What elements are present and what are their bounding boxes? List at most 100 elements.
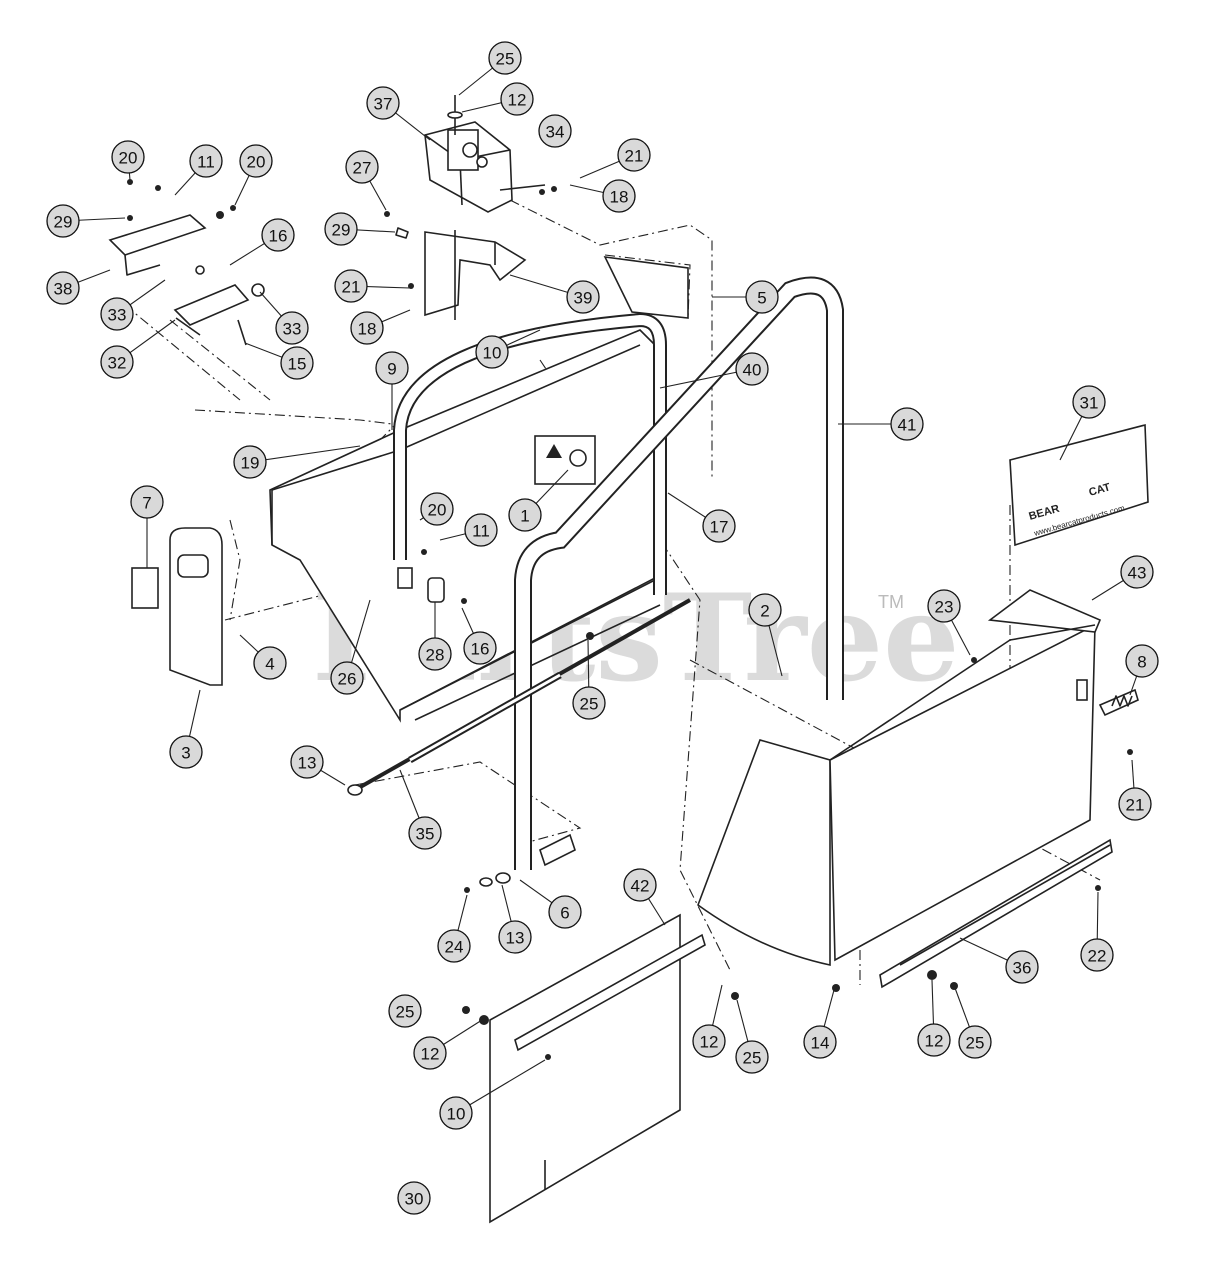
callout-number: 30 <box>405 1190 424 1209</box>
part-callout-18[interactable]: 18 <box>350 311 384 345</box>
callout-number: 10 <box>483 344 502 363</box>
part-callout-10[interactable]: 10 <box>439 1096 473 1130</box>
part-callout-25[interactable]: 25 <box>572 686 606 720</box>
part-callout-8[interactable]: 8 <box>1125 644 1159 678</box>
door-panel-30 <box>489 913 706 1224</box>
part-callout-31[interactable]: 31 <box>1072 385 1106 419</box>
part-callout-39[interactable]: 39 <box>566 280 600 314</box>
part-callout-36[interactable]: 36 <box>1005 950 1039 984</box>
callout-circle <box>735 1040 769 1074</box>
part-callout-20[interactable]: 20 <box>111 140 145 174</box>
callout-number: 7 <box>142 494 151 513</box>
callout-number: 39 <box>574 289 593 308</box>
callout-number: 25 <box>966 1034 985 1053</box>
callout-circle <box>1072 385 1106 419</box>
part-callout-11[interactable]: 11 <box>189 144 223 178</box>
callout-circle <box>324 212 358 246</box>
part-callout-24[interactable]: 24 <box>437 929 471 963</box>
part-callout-33[interactable]: 33 <box>275 311 309 345</box>
spring-8 <box>1098 688 1139 717</box>
callout-number: 11 <box>197 153 215 172</box>
part-callout-29[interactable]: 29 <box>46 204 80 238</box>
callout-number: 24 <box>445 938 464 957</box>
part-callout-4[interactable]: 4 <box>253 646 287 680</box>
callout-circle <box>498 920 532 954</box>
part-callout-26[interactable]: 26 <box>330 661 364 695</box>
callout-circle <box>702 509 736 543</box>
callout-circle <box>890 407 924 441</box>
callout-circle <box>100 297 134 331</box>
part-callout-34[interactable]: 34 <box>538 114 572 148</box>
callout-circle <box>735 352 769 386</box>
part-callout-5[interactable]: 5 <box>745 280 779 314</box>
part-callout-25[interactable]: 25 <box>735 1040 769 1074</box>
part-callout-22[interactable]: 22 <box>1080 938 1114 972</box>
part-callout-16[interactable]: 16 <box>261 218 295 252</box>
callout-number: 5 <box>757 289 766 308</box>
part-callout-29[interactable]: 29 <box>324 212 358 246</box>
part-callout-12[interactable]: 12 <box>500 82 534 116</box>
part-callout-2[interactable]: 2 <box>748 593 782 627</box>
part-callout-15[interactable]: 15 <box>280 346 314 380</box>
part-callout-21[interactable]: 21 <box>334 269 368 303</box>
callout-number: 16 <box>471 640 490 659</box>
part-callout-41[interactable]: 41 <box>890 407 924 441</box>
part-callout-20[interactable]: 20 <box>420 492 454 526</box>
part-callout-18[interactable]: 18 <box>602 179 636 213</box>
callout-circle <box>572 686 606 720</box>
part-callout-10[interactable]: 10 <box>475 335 509 369</box>
part-callout-14[interactable]: 14 <box>803 1025 837 1059</box>
part-callout-12[interactable]: 12 <box>692 1024 726 1058</box>
part-callout-35[interactable]: 35 <box>408 816 442 850</box>
part-callout-28[interactable]: 28 <box>418 637 452 671</box>
callout-circle <box>275 311 309 345</box>
part-callout-43[interactable]: 43 <box>1120 555 1154 589</box>
part-callout-37[interactable]: 37 <box>366 86 400 120</box>
callout-circle <box>475 335 509 369</box>
part-callout-12[interactable]: 12 <box>917 1023 951 1057</box>
callout-circle <box>1125 644 1159 678</box>
callout-number: 28 <box>426 646 445 665</box>
part-callout-17[interactable]: 17 <box>702 509 736 543</box>
hopper-43 <box>697 589 1102 966</box>
part-callout-3[interactable]: 3 <box>169 735 203 769</box>
callout-circle <box>345 150 379 184</box>
callout-circle <box>617 138 651 172</box>
part-callout-25[interactable]: 25 <box>388 994 422 1028</box>
part-callout-13[interactable]: 13 <box>498 920 532 954</box>
part-callout-33[interactable]: 33 <box>100 297 134 331</box>
part-callout-25[interactable]: 25 <box>958 1025 992 1059</box>
part-callout-19[interactable]: 19 <box>233 445 267 479</box>
part-callout-40[interactable]: 40 <box>735 352 769 386</box>
callout-number: 2 <box>760 602 769 621</box>
decal-panel-5 <box>603 256 689 319</box>
callout-circle <box>488 41 522 75</box>
callout-circle <box>239 144 273 178</box>
callout-number: 20 <box>119 149 138 168</box>
part-callout-11[interactable]: 11 <box>464 513 498 547</box>
part-callout-16[interactable]: 16 <box>463 631 497 665</box>
part-callout-30[interactable]: 30 <box>397 1181 431 1215</box>
part-callout-25[interactable]: 25 <box>488 41 522 75</box>
part-callout-42[interactable]: 42 <box>623 868 657 902</box>
callout-circle <box>464 513 498 547</box>
part-callout-38[interactable]: 38 <box>46 271 80 305</box>
part-callout-21[interactable]: 21 <box>617 138 651 172</box>
callout-circle <box>261 218 295 252</box>
part-callout-13[interactable]: 13 <box>290 745 324 779</box>
part-callout-32[interactable]: 32 <box>100 345 134 379</box>
callout-circle <box>418 637 452 671</box>
part-callout-6[interactable]: 6 <box>548 895 582 929</box>
part-callout-9[interactable]: 9 <box>375 351 409 385</box>
callout-circle <box>692 1024 726 1058</box>
callout-circle <box>958 1025 992 1059</box>
part-callout-12[interactable]: 12 <box>413 1036 447 1070</box>
callout-circle <box>917 1023 951 1057</box>
part-callout-21[interactable]: 21 <box>1118 787 1152 821</box>
part-callout-20[interactable]: 20 <box>239 144 273 178</box>
callout-circle <box>408 816 442 850</box>
part-callout-7[interactable]: 7 <box>130 485 164 519</box>
part-callout-23[interactable]: 23 <box>927 589 961 623</box>
part-callout-1[interactable]: 1 <box>508 498 542 532</box>
part-callout-27[interactable]: 27 <box>345 150 379 184</box>
